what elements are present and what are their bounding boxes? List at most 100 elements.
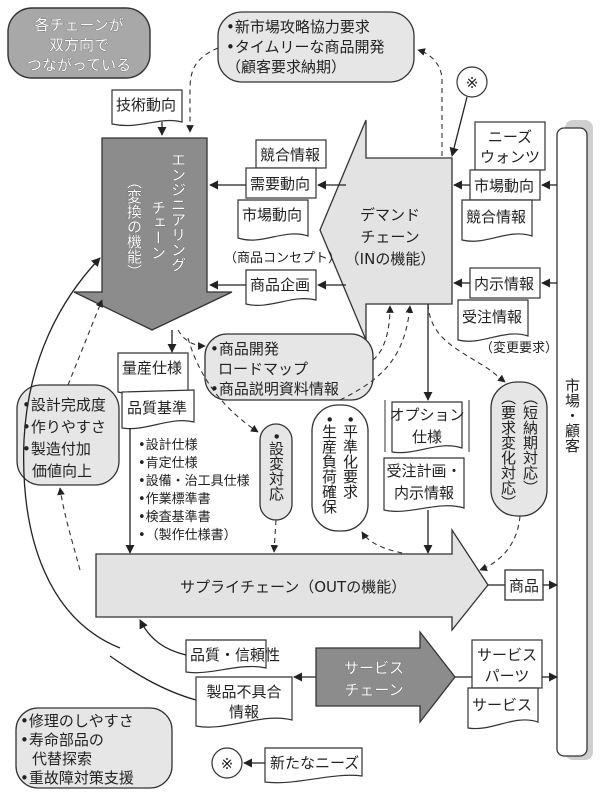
short-lead-bubble	[490, 381, 548, 517]
leveling-bubble	[311, 404, 369, 532]
doc-informal-info	[469, 267, 541, 299]
dashed-design-change-to-supply	[270, 519, 279, 553]
doc-quality-reliability-label: 品質・信頼性	[190, 646, 280, 664]
supply-chain-arrow	[95, 527, 489, 632]
title-bubble-line-2: 双方向で	[49, 36, 109, 54]
dashed-design-to-engineering	[67, 299, 104, 386]
spec-list-item-1: •設計仕様	[138, 437, 198, 453]
note-mark-circle	[456, 66, 488, 98]
option-spec-brackets	[384, 400, 470, 452]
doc-product-plan	[245, 269, 317, 306]
top-bubble-line-2: •タイムリーな商品開発	[226, 38, 385, 56]
doc-order-plan	[383, 457, 465, 512]
doc-informal-info-label: 内示情報	[474, 275, 534, 293]
dashed-demand-to-short-lead	[427, 303, 506, 383]
spec-list-item-3: •設備・治工具仕様	[138, 473, 250, 489]
doc-market-trend-2	[469, 169, 541, 201]
change-request-label: （変更要求）	[480, 340, 558, 356]
repair-line-4: •重故障対策支援	[20, 769, 134, 787]
engineering-chain-title-1: エンジニアリング	[169, 152, 187, 272]
top-bubble-line-1: •新市場攻略協力要求	[226, 18, 370, 36]
needs-wants-line-1: ニーズ	[488, 128, 532, 146]
arrow-quality-to-supply	[139, 619, 187, 656]
dashed-supply-to-design	[57, 487, 81, 571]
top-bubble-line-3: （顧客要求納期）	[226, 58, 346, 76]
order-plan-line-2: 内示情報	[394, 484, 454, 502]
note-mark-circle-bottom	[211, 747, 243, 779]
design-line-4: 価値向上	[32, 462, 92, 480]
market-column	[556, 127, 588, 757]
doc-order-info	[457, 299, 529, 342]
service-parts-line-2: パーツ	[485, 667, 530, 685]
repair-line-3: 代替探索	[32, 750, 92, 768]
dashed-demand-to-top	[417, 48, 443, 156]
doc-quality-std-label: 品質基準	[127, 399, 187, 417]
short-lead-line-1: （短納期対応）	[521, 390, 539, 495]
doc-order-info-label: 受注情報	[462, 308, 522, 326]
dashed-roadmap-to-demand	[372, 305, 394, 361]
demand-chain-line-1: デマンド	[360, 206, 420, 224]
defect-info-line-1: 製品不具合	[206, 683, 281, 701]
doc-competition-info-2-label: 競合情報	[466, 208, 526, 226]
option-spec-line-1: オプション	[389, 406, 464, 424]
leveling-line-2: •生産負荷確保	[320, 415, 338, 514]
roadmap-line-1: •商品開発	[210, 340, 279, 358]
doc-service-label: サービス	[472, 696, 532, 714]
top-request-bubble	[217, 11, 415, 83]
curve-defect-to-left	[109, 655, 197, 701]
demand-chain-line-2: チェーン	[360, 228, 419, 246]
roadmap-line-2: ロードマップ	[218, 360, 308, 378]
doc-tech-trend	[111, 89, 183, 127]
doc-competition-info-2	[461, 199, 533, 242]
repair-line-1: •修理のしやすさ	[20, 712, 134, 730]
doc-competition-info-1-label: 競合情報	[260, 146, 320, 164]
note-mark: ※	[466, 74, 479, 92]
doc-option-spec	[391, 401, 463, 454]
doc-quality-reliability	[185, 639, 267, 674]
doc-tech-trend-label: 技術動向	[116, 96, 176, 114]
doc-product-label: 商品	[509, 577, 539, 595]
engineering-chain-arrow	[73, 137, 233, 331]
engineering-chain-title-2: チェーン	[149, 200, 167, 260]
doc-competition-info-1	[255, 139, 327, 169]
short-lead-line-2: （要求変化対応）	[499, 390, 517, 510]
design-line-2: •作りやすさ	[22, 418, 106, 436]
doc-new-needs	[264, 747, 363, 784]
doc-demand-trend-label: 需要動向	[250, 175, 310, 193]
service-chain-arrow	[315, 630, 456, 724]
design-change-label: •設変対応	[267, 432, 285, 502]
doc-quality-std	[121, 389, 195, 430]
defect-info-line-2: 情報	[229, 703, 259, 721]
doc-service	[467, 687, 539, 730]
market-label: 市場・顧客	[563, 378, 581, 453]
title-bubble-line-1: 各チェーンが	[34, 16, 123, 34]
dashed-engineering-to-roadmap	[177, 329, 206, 350]
title-bubble-line-3: つながっている	[27, 56, 131, 74]
demand-chain-line-3: （INの機能）	[345, 250, 436, 268]
doc-market-trend-1	[237, 199, 309, 241]
engineering-chain-subtitle: （変換の機能）	[125, 174, 143, 279]
design-line-1: •設計完成度	[22, 396, 106, 414]
note-arrow	[449, 96, 468, 157]
repair-bubble	[15, 707, 173, 789]
spec-list-item-2: •肯定仕様	[138, 456, 198, 471]
design-line-3: •製造付加	[22, 440, 91, 458]
doc-product	[504, 569, 544, 601]
leveling-line-1: •平準化要求	[341, 415, 359, 499]
title-bubble	[7, 7, 151, 79]
order-plan-line-1: 受注計画・	[386, 462, 461, 480]
doc-product-plan-label: 商品企画	[250, 276, 310, 294]
spec-list-item-6: •（製作仕様書）	[138, 528, 237, 543]
service-parts-line-1: サービス	[477, 646, 537, 664]
service-chain-line-2: チェーン	[344, 681, 403, 699]
supply-chain-label: サプライチェーン（OUTの機能）	[180, 578, 406, 596]
doc-defect-info	[195, 676, 293, 728]
doc-mass-spec-label: 量産仕様	[122, 359, 182, 377]
roadmap-bubble	[204, 333, 374, 401]
dashed-supply-to-leveling	[361, 531, 421, 557]
option-spec-line-2: 仕様	[412, 428, 442, 446]
dashed-top-to-engineering	[186, 47, 219, 133]
roadmap-line-3: •商品説明資料情報	[210, 380, 339, 398]
curve-quality-to-engineering	[22, 257, 121, 649]
